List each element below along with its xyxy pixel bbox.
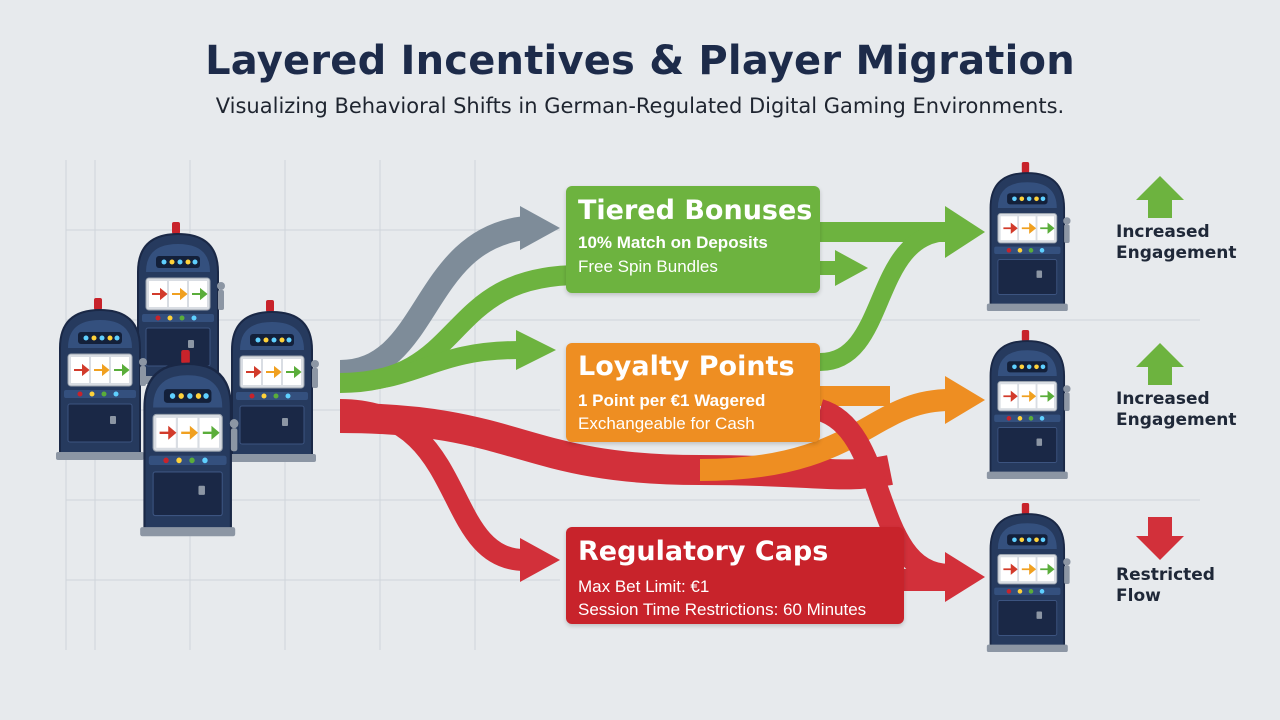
slot-machine-icon bbox=[985, 329, 1072, 480]
outcome-label-1: Increased Engagement bbox=[1116, 222, 1237, 264]
outcome-line-2: Engagement bbox=[1116, 243, 1237, 263]
flow-paths bbox=[339, 206, 893, 582]
page-title: Layered Incentives & Player Migration bbox=[205, 38, 1075, 84]
slot-machine-icon bbox=[227, 299, 320, 463]
slot-machine-icon bbox=[133, 221, 226, 385]
box-line-2: Session Time Restrictions: 60 Minutes bbox=[578, 600, 867, 619]
outcome-line-1: Increased bbox=[1116, 389, 1210, 409]
outcome-paths bbox=[699, 206, 985, 602]
down-arrow-icon bbox=[1136, 517, 1184, 560]
box-loyalty-points: Loyalty Points 1 Point per €1 Wagered Ex… bbox=[566, 343, 820, 442]
flow-green-arrowhead bbox=[516, 330, 556, 370]
outcome-line-2: Flow bbox=[1116, 586, 1161, 606]
box-title: Regulatory Caps bbox=[578, 536, 829, 567]
flow-red-wide bbox=[339, 403, 893, 490]
flow-gray-arrowhead bbox=[520, 206, 560, 250]
box-line-1: 1 Point per €1 Wagered bbox=[578, 391, 766, 410]
outcome-line-1: Increased bbox=[1116, 222, 1210, 242]
slot-machine-icon bbox=[985, 502, 1072, 653]
flow-green-to-loyalty bbox=[339, 341, 521, 392]
box-title: Loyalty Points bbox=[578, 351, 795, 382]
slot-machine-icon bbox=[139, 348, 240, 538]
box-regulatory-caps: Regulatory Caps Max Bet Limit: €1 Sessio… bbox=[566, 527, 904, 624]
box-title: Tiered Bonuses bbox=[578, 195, 813, 226]
outcome-line-2: Engagement bbox=[1116, 410, 1237, 430]
box-tiered-bonuses: Tiered Bonuses 10% Match on Deposits Fre… bbox=[566, 186, 820, 293]
outcome-label-2: Increased Engagement bbox=[1116, 389, 1237, 431]
slot-machine-icon bbox=[55, 297, 148, 461]
outcome-line-1: Restricted bbox=[1116, 565, 1215, 585]
box-line-2: Exchangeable for Cash bbox=[578, 414, 755, 433]
box-line-1: Max Bet Limit: €1 bbox=[578, 577, 710, 596]
flow-red-to-outcome-3 bbox=[816, 399, 951, 586]
box-line-2: Free Spin Bundles bbox=[578, 257, 718, 276]
up-arrow-icon bbox=[1136, 343, 1184, 385]
outcome-label-3: Restricted Flow bbox=[1116, 565, 1215, 607]
box-line-1: 10% Match on Deposits bbox=[578, 233, 768, 252]
flow-gray bbox=[339, 216, 527, 384]
flow-loyalty-up bbox=[819, 223, 951, 371]
up-arrow-icon bbox=[1136, 176, 1184, 218]
flow-red-arrowhead bbox=[520, 538, 560, 582]
slot-machine-icon bbox=[985, 161, 1072, 312]
page-subtitle: Visualizing Behavioral Shifts in German-… bbox=[215, 94, 1065, 118]
